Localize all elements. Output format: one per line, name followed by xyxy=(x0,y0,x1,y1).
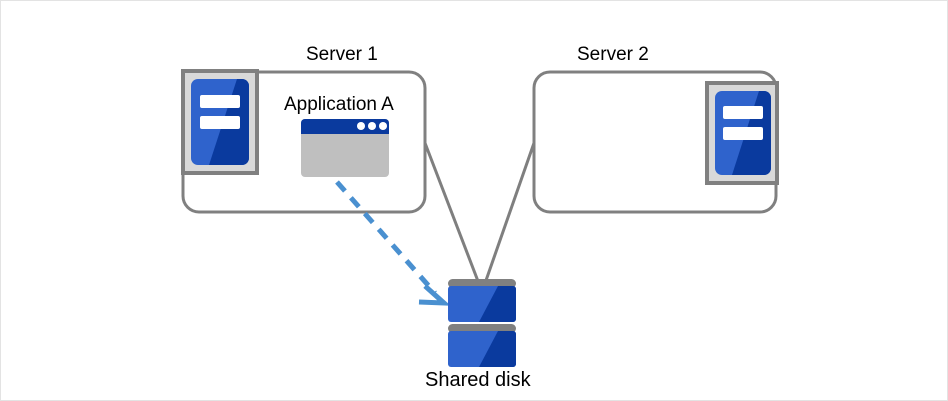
server-icon xyxy=(181,69,259,175)
app-window-icon xyxy=(301,119,389,177)
server1-label: Server 1 xyxy=(306,44,378,65)
server2-label: Server 2 xyxy=(577,44,649,65)
server-icon xyxy=(705,81,779,185)
application-a-label: Application A xyxy=(284,94,394,115)
connector-server2-disk xyxy=(481,142,536,290)
connector-server1-disk xyxy=(423,142,483,290)
disk-stack-icon xyxy=(448,279,516,367)
shared-disk-label: Shared disk xyxy=(425,369,531,391)
application-a-to-shared-disk-arrow xyxy=(335,180,451,306)
